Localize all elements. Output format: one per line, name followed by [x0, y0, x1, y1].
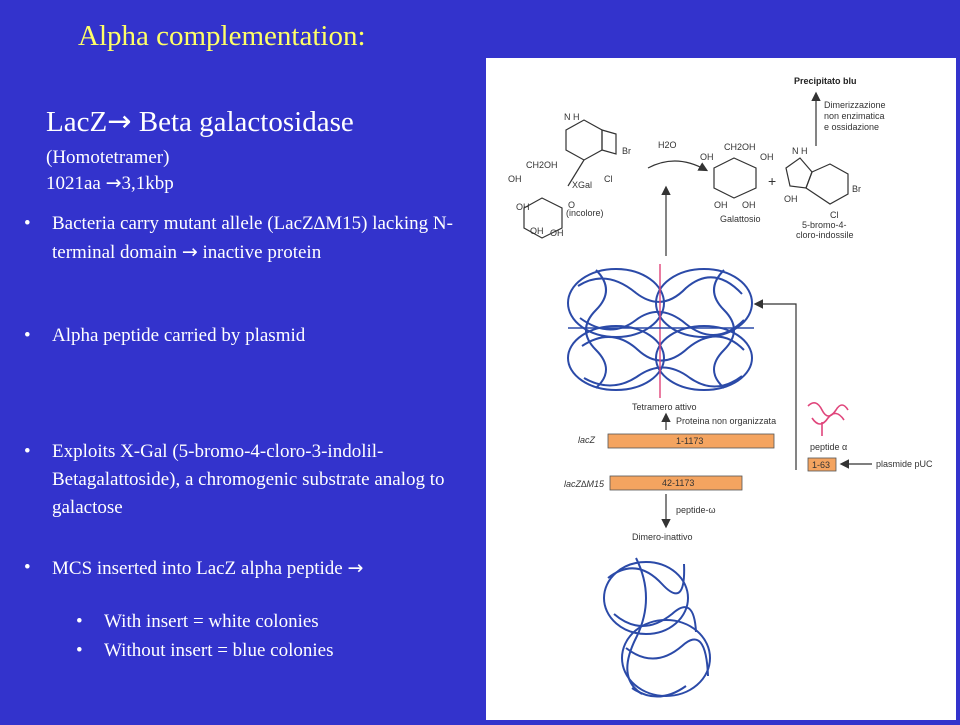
chem-nh: N H — [564, 112, 580, 122]
chem-oh: OH — [550, 228, 564, 238]
water-label: H2O — [658, 140, 677, 150]
chem-ch2oh: CH2OH — [526, 160, 558, 170]
right-arrow-icon: → — [105, 172, 122, 194]
right-arrow-icon: → — [107, 104, 132, 138]
right-arrow-icon: → — [347, 557, 364, 579]
dimerization-label-1: Dimerizzazione — [824, 100, 886, 110]
laczm15-label: lacZ∆M15 — [564, 479, 605, 489]
lacz-label: lacZ — [578, 435, 596, 445]
chem-o: O — [568, 200, 575, 210]
lacz-range: 1-1173 — [676, 436, 703, 446]
bullet-icon: • — [24, 557, 31, 578]
xgal-label: XGal — [572, 180, 592, 190]
list-item: • Bacteria carry mutant allele (LacZ∆M15… — [22, 210, 482, 267]
indoxyl-structure — [785, 157, 849, 205]
size-note-suffix: 3,1kbp — [121, 173, 174, 194]
bullet-icon: • — [24, 213, 31, 234]
chem-cl: Cl — [830, 210, 839, 220]
lacz-bar — [607, 433, 775, 449]
chem-oh: OH — [714, 200, 728, 210]
bullet-icon: • — [76, 640, 83, 661]
list-item: • MCS inserted into LacZ alpha peptide → — [22, 554, 482, 583]
size-note-prefix: 1021aa — [46, 173, 106, 194]
chem-oh: OH — [508, 174, 522, 184]
subtitle-prefix: LacZ — [46, 106, 108, 138]
chem-oh: OH — [530, 226, 544, 236]
bullet-text: Bacteria carry mutant allele (LacZ∆M15) … — [52, 210, 482, 267]
dimerization-label-2: non enzimatica — [824, 111, 885, 121]
bullet-icon: • — [24, 441, 31, 462]
slide-title: Alpha complementation: — [78, 20, 366, 52]
slide-subtitle: LacZ→ Beta galactosidase — [46, 104, 354, 139]
alpha-bar — [807, 457, 837, 472]
homotetramer-note: (Homotetramer) — [46, 147, 170, 168]
sub-bullet-text: With insert = white colonies — [104, 611, 319, 632]
chem-br: Br — [852, 184, 861, 194]
chem-oh: OH — [760, 152, 774, 162]
reaction-arrow — [647, 160, 709, 172]
sub-bullet-text: Without insert = blue colonies — [104, 640, 334, 661]
xgal-structure — [523, 119, 617, 239]
sub-list-item: • With insert = white colonies — [76, 608, 319, 636]
size-note: 1021aa →3,1kbp — [46, 172, 174, 195]
active-tetramer-protein — [567, 264, 754, 398]
chem-br: Br — [622, 146, 631, 156]
peptide-alpha-label: peptide α — [810, 442, 847, 452]
xgal-label-2: (incolore) — [566, 208, 604, 218]
indoxyl-label-1: 5-bromo-4- — [802, 220, 847, 230]
galactose-structure — [713, 157, 757, 199]
galactose-label: Galattosio — [720, 214, 761, 224]
inactive-dimer-protein — [603, 557, 711, 698]
plus-sign: + — [768, 173, 776, 189]
peptide-omega-label: peptide-ω — [676, 505, 716, 515]
chem-ch2oh: CH2OH — [724, 142, 756, 152]
plasmid-label: plasmide pUC — [876, 459, 933, 469]
bullet-text: Alpha peptide carried by plasmid — [52, 325, 306, 346]
chem-oh: OH — [742, 200, 756, 210]
unorganized-protein-label: Proteina non organizzata — [676, 416, 776, 426]
indoxyl-label-2: cloro-indossile — [796, 230, 854, 240]
bullet-text: MCS inserted into LacZ alpha peptide → — [52, 554, 482, 583]
chem-oh: OH — [700, 152, 714, 162]
list-item: • Alpha peptide carried by plasmid — [22, 322, 482, 350]
right-arrow-icon: → — [181, 241, 198, 263]
inactive-dimer-label: Dimero-inattivo — [632, 532, 693, 542]
alpha-range: 1-63 — [812, 460, 830, 470]
bullet-text-a: MCS inserted into LacZ alpha peptide — [52, 558, 348, 579]
bullet-text-b: inactive protein — [197, 242, 322, 263]
chem-cl: Cl — [604, 174, 613, 184]
figure-svg: N H Br Cl CH2OH OH OH OH OH O XGal (inco… — [508, 76, 933, 698]
bullet-icon: • — [24, 325, 31, 346]
list-item: • Exploits X-Gal (5-bromo-4-cloro-3-indo… — [22, 438, 482, 522]
sub-list-item: • Without insert = blue colonies — [76, 637, 333, 665]
alpha-peptide-protein — [807, 402, 849, 436]
bullet-icon: • — [76, 611, 83, 632]
active-tetramer-label: Tetramero attivo — [632, 402, 697, 412]
laczm15-range: 42-1173 — [662, 478, 694, 488]
subtitle-suffix: Beta galactosidase — [131, 106, 354, 138]
precipitate-label: Precipitato blu — [794, 76, 857, 86]
bullet-text: Exploits X-Gal (5-bromo-4-cloro-3-indoli… — [52, 441, 445, 518]
dimerization-label-3: e ossidazione — [824, 122, 879, 132]
complementation-arrow — [753, 299, 797, 470]
chem-oh: OH — [516, 202, 530, 212]
chem-oh: OH — [784, 194, 798, 204]
laczm15-bar — [609, 475, 743, 491]
chem-nh: N H — [792, 146, 808, 156]
bullet-text-a: Bacteria carry mutant allele (LacZ∆M15) … — [52, 213, 453, 263]
alpha-complementation-figure: N H Br Cl CH2OH OH OH OH OH O XGal (inco… — [486, 58, 956, 720]
